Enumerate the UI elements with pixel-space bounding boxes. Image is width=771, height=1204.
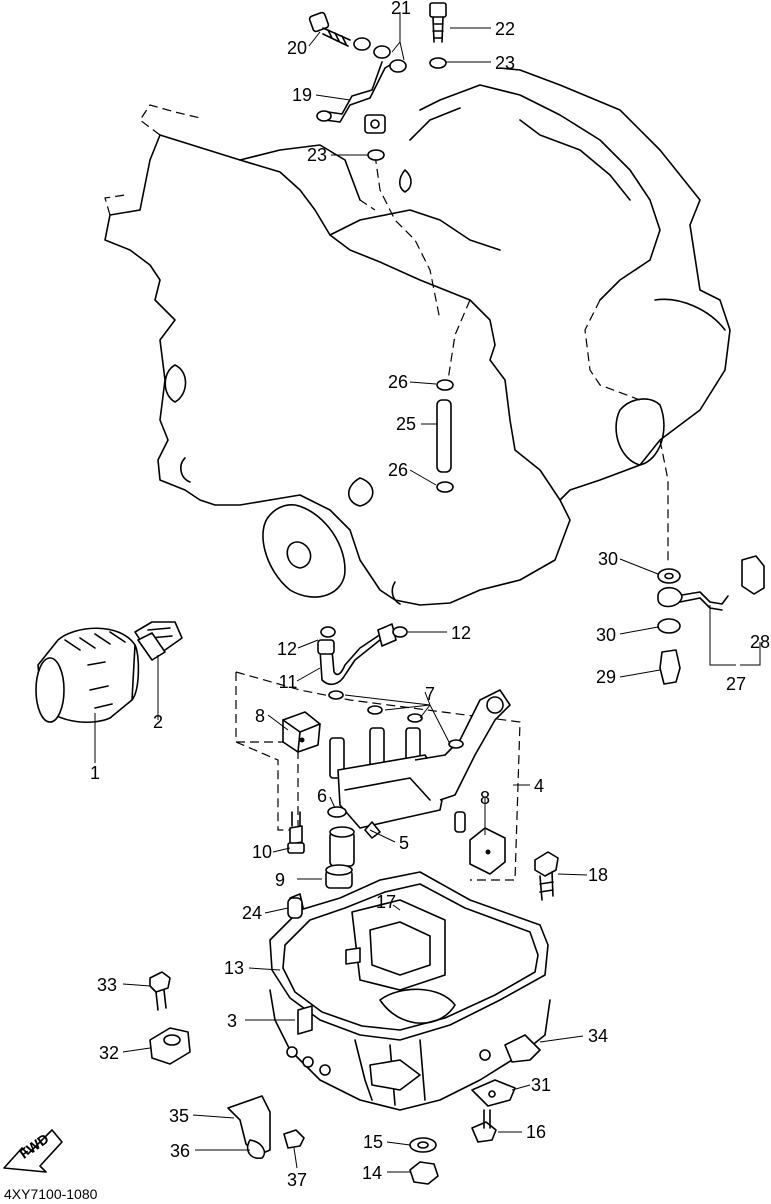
label-part-2: 2 xyxy=(152,712,164,732)
label-part-28: 28 xyxy=(749,632,771,652)
label-part-21: 21 xyxy=(390,0,412,18)
label-part-16: 16 xyxy=(525,1122,547,1142)
oil-filter xyxy=(35,627,140,723)
label-part-13: 13 xyxy=(223,958,245,978)
label-part-19: 19 xyxy=(291,85,313,105)
label-part-5: 5 xyxy=(398,833,410,853)
oil-delivery-pipe xyxy=(308,2,447,161)
label-part-37: 37 xyxy=(286,1170,308,1190)
label-part-10: 10 xyxy=(251,842,273,862)
diagram-code: 4XY7100-1080 xyxy=(4,1186,98,1202)
pressure-switch-lead xyxy=(657,555,765,685)
label-part-9: 9 xyxy=(274,870,286,890)
union-bolt-2 xyxy=(134,621,183,661)
oil-pump-assembly xyxy=(235,671,521,919)
oil-pan xyxy=(269,871,551,1111)
label-part-22: 22 xyxy=(494,19,516,39)
label-part-11: 11 xyxy=(278,672,298,692)
label-part-15: 15 xyxy=(362,1132,384,1152)
label-part-8-upper: 8 xyxy=(254,706,266,726)
label-part-1: 1 xyxy=(89,763,101,783)
label-part-26-lower: 26 xyxy=(387,460,409,480)
fwd-arrow xyxy=(3,1129,63,1173)
label-part-35: 35 xyxy=(168,1106,190,1126)
label-part-30-upper: 30 xyxy=(597,549,619,569)
label-part-32: 32 xyxy=(98,1043,120,1063)
label-part-12-right: 12 xyxy=(450,623,472,643)
label-part-18: 18 xyxy=(587,865,609,885)
label-part-36: 36 xyxy=(169,1141,191,1161)
label-part-6: 6 xyxy=(316,786,328,806)
small-parts xyxy=(149,851,559,1185)
label-part-29: 29 xyxy=(595,667,617,687)
label-part-17: 17 xyxy=(375,892,397,912)
leader-lines xyxy=(94,12,761,1173)
engine-block xyxy=(104,67,731,606)
label-part-24: 24 xyxy=(241,903,263,923)
oil-hose-11 xyxy=(317,623,408,686)
label-part-34: 34 xyxy=(587,1026,609,1046)
label-part-33: 33 xyxy=(96,975,118,995)
label-part-26-upper: 26 xyxy=(387,372,409,392)
label-part-7: 7 xyxy=(424,684,436,704)
label-part-31: 31 xyxy=(530,1075,552,1095)
label-part-12-left: 12 xyxy=(276,639,298,659)
label-part-3: 3 xyxy=(226,1011,238,1031)
label-part-27: 27 xyxy=(725,674,747,694)
label-part-30-lower: 30 xyxy=(595,625,617,645)
label-part-20: 20 xyxy=(286,38,308,58)
label-part-23-lower: 23 xyxy=(306,145,328,165)
label-part-8-lower: 8 xyxy=(479,788,491,808)
label-part-4: 4 xyxy=(533,776,545,796)
label-part-25: 25 xyxy=(395,414,417,434)
oil-pipe-25 xyxy=(436,379,454,493)
label-part-23-upper: 23 xyxy=(494,53,516,73)
label-part-14: 14 xyxy=(361,1163,383,1183)
